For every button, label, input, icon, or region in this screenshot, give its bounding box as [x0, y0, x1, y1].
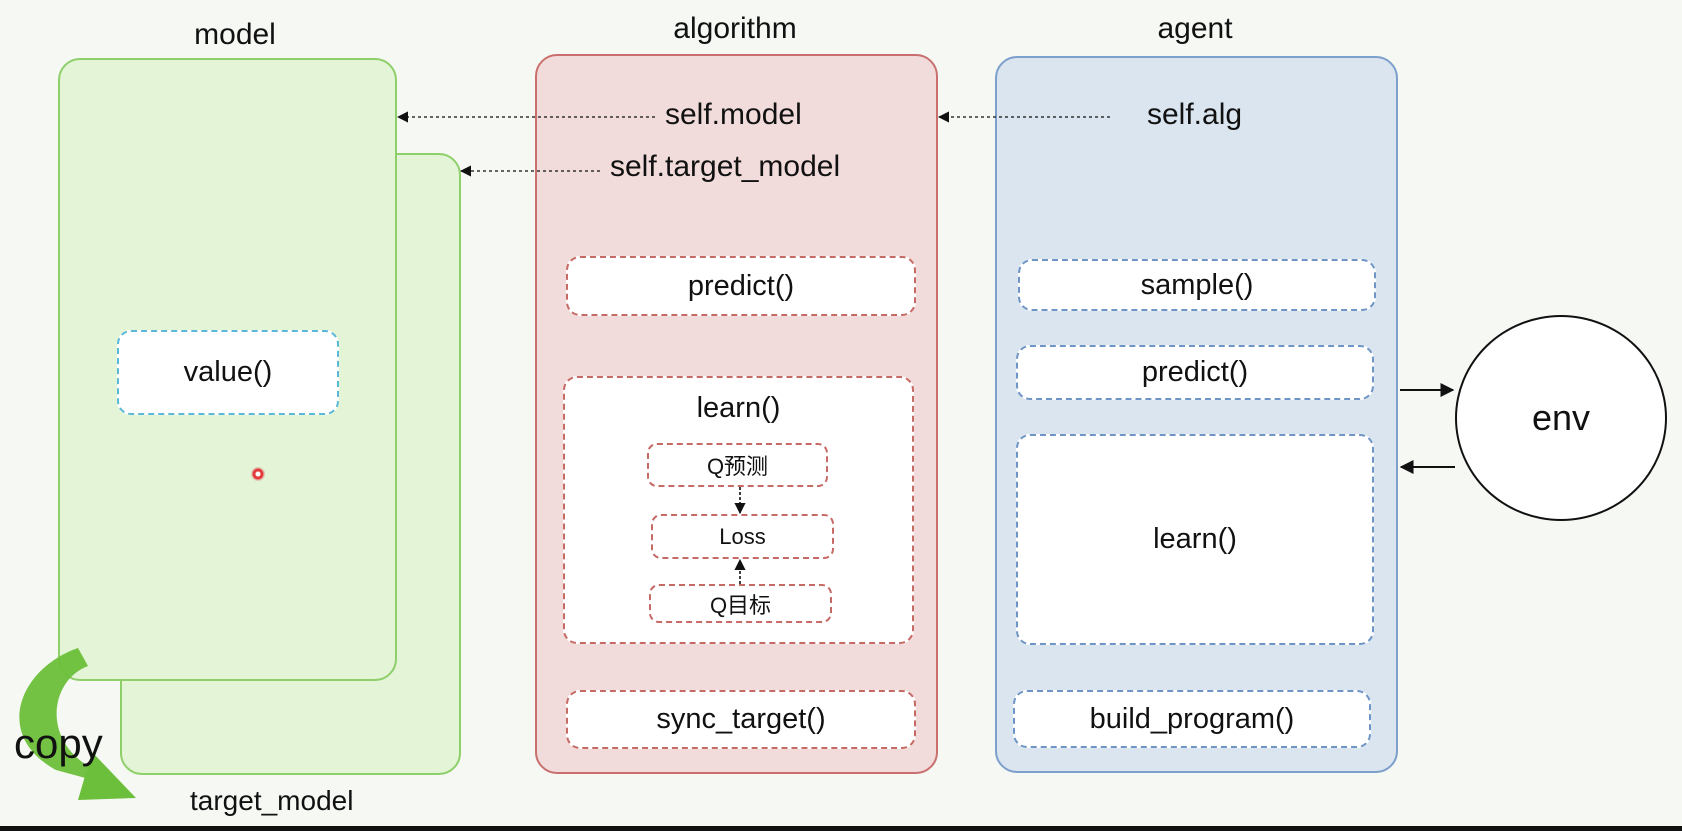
build-program-box: build_program(): [1013, 690, 1371, 748]
q-target-box: Q目标: [649, 584, 832, 623]
model-title: model: [194, 18, 276, 51]
value-method-box: value(): [117, 330, 339, 415]
algorithm-title: algorithm: [673, 12, 797, 45]
agent-sample-box: sample(): [1018, 259, 1376, 311]
bottom-bar: [0, 826, 1682, 831]
q-predict-box: Q预测: [647, 443, 828, 487]
target-model-label: target_model: [190, 785, 354, 816]
env-label: env: [1531, 397, 1591, 438]
agent-title: agent: [1157, 12, 1233, 45]
self-alg-ref: self.alg: [1147, 98, 1243, 131]
agent-panel: [995, 56, 1398, 773]
copy-curve-icon: [19, 648, 136, 800]
loss-box: Loss: [651, 514, 834, 559]
algorithm-learn-label: learn(): [696, 392, 781, 424]
algorithm-predict-box: predict(): [566, 256, 916, 316]
agent-learn-box: learn(): [1016, 434, 1374, 645]
env-circle: env: [1455, 315, 1667, 521]
copy-label: copy: [14, 720, 103, 767]
cursor-marker: [251, 467, 265, 481]
self-model-ref: self.model: [665, 98, 802, 131]
agent-predict-box: predict(): [1016, 345, 1374, 400]
sync-target-box: sync_target(): [566, 690, 916, 749]
self-target-model-ref: self.target_model: [610, 150, 841, 183]
